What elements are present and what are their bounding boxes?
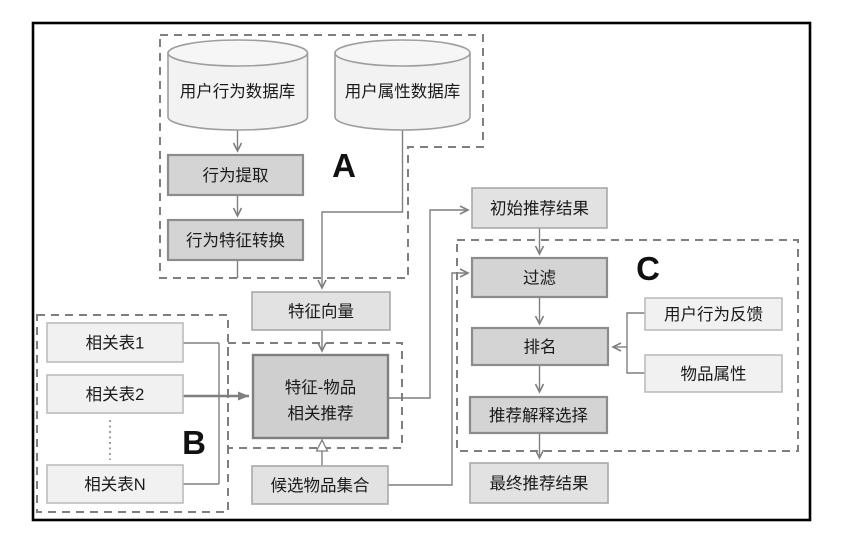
edge-candidate-to-filter: [388, 268, 470, 486]
region-b-label: B: [182, 424, 206, 461]
region-c-border: [456, 239, 799, 452]
ranking-label: 排名: [524, 338, 557, 357]
related-table-2-label: 相关表2: [86, 385, 145, 404]
box: [166, 218, 305, 262]
node-ranking: 排名: [470, 326, 610, 367]
node-feature-vector: 特征向量: [251, 291, 391, 331]
node-related-table-2: 相关表2: [46, 374, 184, 414]
final-result-label: 最终推荐结果: [490, 474, 589, 493]
box: [46, 322, 184, 363]
feature-vector-label: 特征向量: [288, 302, 354, 321]
candidate-item-set-label: 候选物品集合: [271, 476, 370, 495]
cylinder-body: [167, 52, 309, 131]
edge-feedback-attr-merge: [626, 312, 645, 374]
box: [471, 187, 608, 229]
explain-select-label: 推荐解释选择: [489, 406, 589, 425]
behavior-feature-convert-label: 行为特征转换: [186, 231, 285, 250]
node-related-table-n: 相关表N: [46, 464, 184, 504]
behavior-extract-label: 行为提取: [203, 166, 269, 185]
box: [166, 153, 305, 197]
related-table-1-label: 相关表1: [86, 334, 145, 353]
region-b-border: [36, 314, 229, 513]
connectors: [109, 130, 645, 486]
feature-item-label-line1: 特征-物品: [285, 378, 357, 397]
user-behavior-feedback-label: 用户行为反馈: [664, 305, 763, 324]
box: [251, 465, 389, 505]
box: [644, 354, 783, 393]
cylinder-top: [167, 39, 309, 67]
initial-result-label: 初始推荐结果: [490, 199, 589, 218]
cylinder-top: [334, 39, 471, 67]
node-explain-select: 推荐解释选择: [468, 395, 609, 435]
edge-feature-item-to-initial: [388, 205, 470, 399]
node-db-behavior: 用户行为数据库: [167, 39, 309, 131]
box: [251, 291, 391, 331]
region-a-border: [159, 34, 484, 279]
node-filter: 过滤: [470, 256, 609, 299]
region-a-label: A: [332, 147, 356, 184]
db-behavior-label: 用户行为数据库: [180, 82, 296, 101]
box: [469, 462, 609, 504]
box: [468, 395, 609, 435]
db-attribute-label: 用户属性数据库: [345, 82, 461, 101]
box: [644, 297, 783, 331]
node-behavior-extract: 行为提取: [166, 153, 305, 197]
box: [470, 326, 610, 367]
related-table-n-label: 相关表N: [84, 475, 145, 494]
node-candidate-item-set: 候选物品集合: [251, 465, 389, 505]
box: [46, 464, 184, 504]
edge-db-attribute-to-feature-vector: [317, 130, 404, 290]
node-final-result: 最终推荐结果: [469, 462, 609, 504]
box: [470, 256, 609, 299]
hollow-arrowhead: [315, 438, 329, 452]
cylinder-body: [334, 52, 471, 131]
node-related-table-1: 相关表1: [46, 322, 184, 363]
node-user-behavior-feedback: 用户行为反馈: [644, 297, 783, 331]
node-initial-result: 初始推荐结果: [471, 187, 608, 229]
box: [46, 374, 184, 414]
filter-label: 过滤: [523, 269, 556, 288]
item-attribute-label: 物品属性: [681, 365, 747, 384]
box: [251, 353, 390, 440]
node-item-attribute: 物品属性: [644, 354, 783, 393]
node-db-attribute: 用户属性数据库: [334, 39, 471, 131]
node-feature-item-recommend: 特征-物品 相关推荐: [251, 353, 390, 440]
node-behavior-feature-convert: 行为特征转换: [166, 218, 305, 262]
region-c-label: C: [636, 250, 660, 287]
feature-item-label-line2: 相关推荐: [288, 404, 354, 423]
